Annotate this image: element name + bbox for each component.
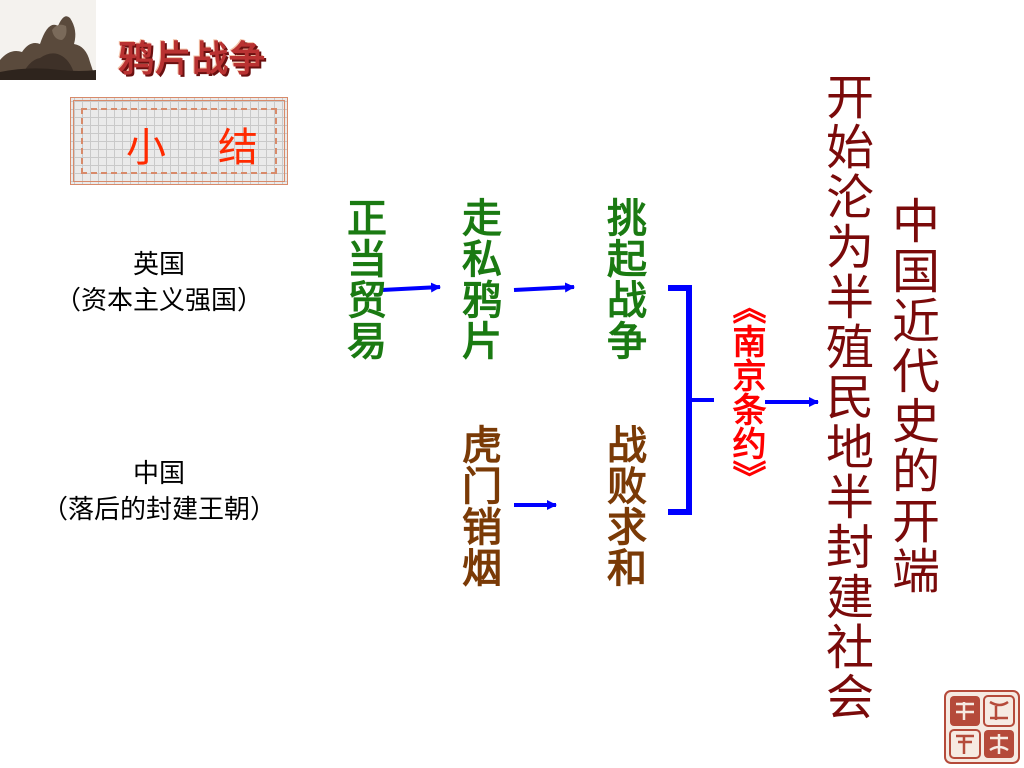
seal-stamp-icon	[944, 690, 1020, 764]
party-britain-desc: （资本主义强国）	[54, 286, 263, 316]
summary-box-border	[81, 108, 277, 174]
party-britain: 英国 （资本主义强国）	[14, 247, 304, 319]
bracket-war-defeat	[668, 285, 692, 515]
node-smuggle-opium: 走私鸦片	[455, 197, 501, 361]
statue-image	[0, 0, 96, 80]
party-china-name: 中国	[132, 459, 185, 489]
node-legit-trade: 正当贸易	[340, 197, 386, 361]
summary-title: 小结	[126, 125, 310, 171]
party-britain-name: 英国	[132, 250, 185, 280]
node-defeat-peace: 战败求和	[600, 424, 646, 588]
result-semi-colonial: 开始沦为半殖民地半封建社会	[817, 72, 873, 722]
header-title: 鸦片战争	[118, 38, 267, 80]
party-china-desc: （落后的封建王朝）	[41, 495, 276, 525]
party-china: 中国 （落后的封建王朝）	[14, 456, 304, 528]
node-treaty: 《南京条约》	[726, 290, 766, 494]
arrow-trade-to-smuggle	[381, 282, 441, 293]
result-modern-start: 中国近代史的开端	[883, 196, 939, 596]
summary-box: 小结	[70, 97, 288, 185]
node-provoke-war: 挑起战争	[600, 197, 646, 361]
arrow-smuggle-to-war	[513, 282, 575, 293]
node-humen-destroy: 虎门销烟	[455, 424, 501, 588]
